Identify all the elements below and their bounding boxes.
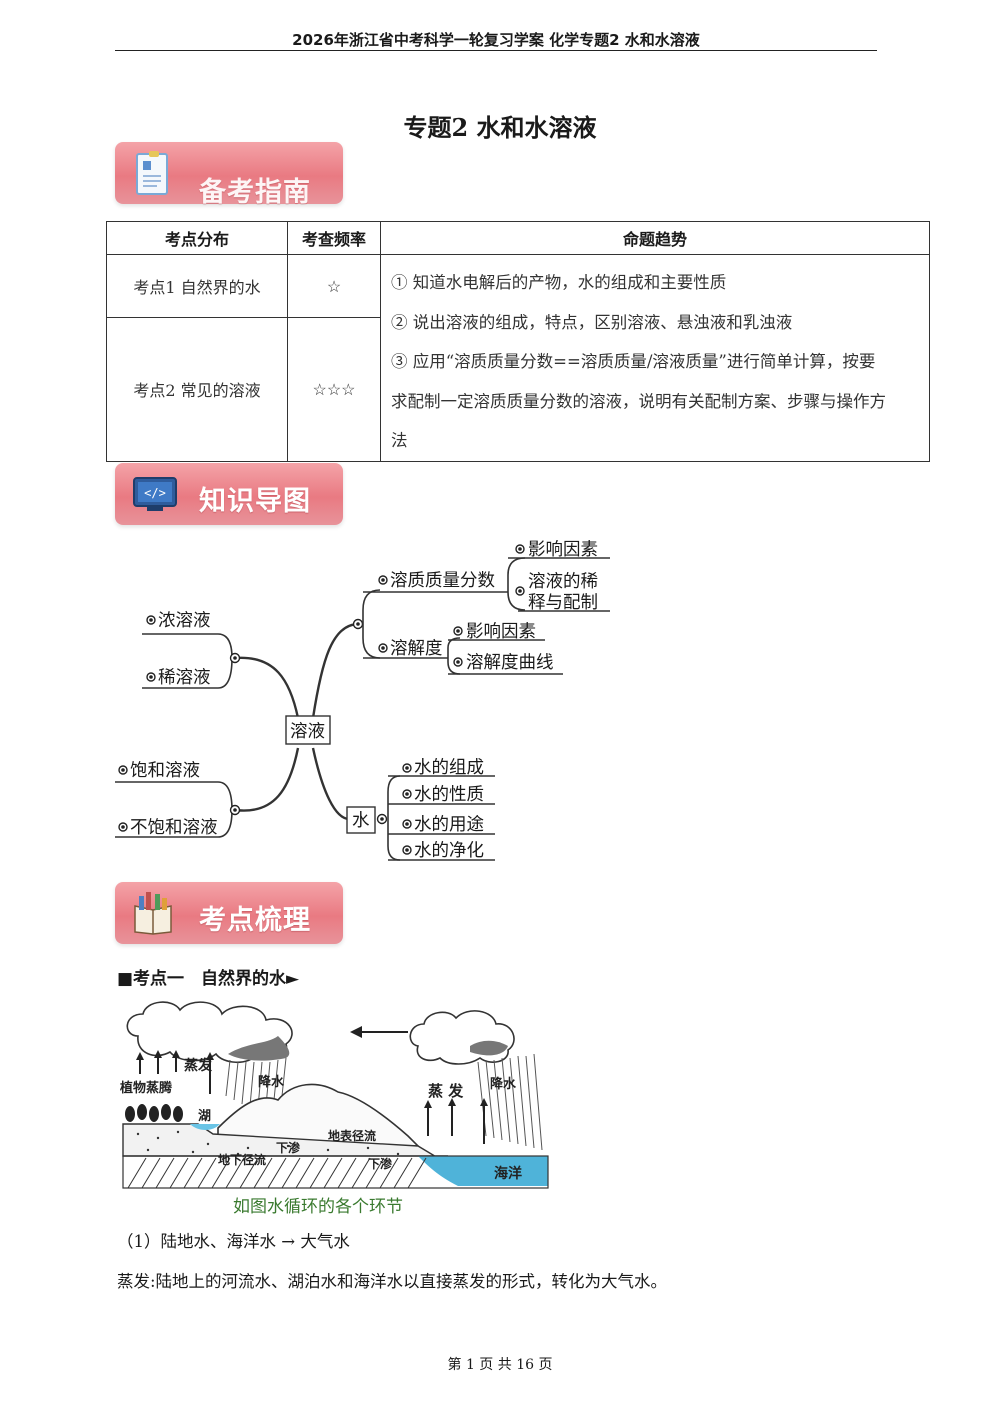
trend-line: 法	[391, 431, 408, 450]
topic-cell: 考点1 自然界的水	[106, 254, 288, 318]
node-sol-factor: 影响因素	[466, 622, 536, 642]
label-seep-right: 下渗	[368, 1156, 393, 1171]
page-footer: 第 1 页 共 16 页	[447, 1357, 553, 1373]
trend-line: ① 知道水电解后的产物，水的组成和主要性质	[391, 273, 727, 292]
node-unsaturated: 不饱和溶液	[130, 818, 218, 838]
trend-line: ② 说出溶液的组成，特点，区别溶液、悬浊液和乳浊液	[391, 312, 793, 332]
node-saturated: 饱和溶液	[130, 761, 200, 781]
node-solubility: 溶解度	[390, 639, 443, 659]
frequency-cell: ☆☆☆	[287, 317, 381, 462]
node-water-item: 水的净化	[414, 841, 484, 861]
trend-cell: ① 知道水电解后的产物，水的组成和主要性质 ② 说出溶液的组成，特点，区别溶液、…	[380, 254, 930, 462]
arrow-head	[350, 1026, 362, 1038]
column-header: 考点分布	[106, 221, 288, 255]
node-water-item: 水的性质	[414, 785, 484, 805]
trend-line: 求配制一定溶质质量分数的溶液，说明有关配制方案、步骤与操作方	[391, 391, 886, 411]
svg-text:</>: </>	[144, 486, 166, 500]
rain-cloud-shade	[470, 1040, 508, 1056]
bracket	[447, 637, 461, 675]
node-sol-curve: 溶解度曲线	[466, 653, 554, 673]
evaporation-arrows-right	[427, 1104, 485, 1144]
branch-line	[311, 622, 359, 719]
document-icon	[131, 150, 175, 202]
ocean	[418, 1156, 548, 1186]
header-rule	[115, 50, 877, 51]
node-water-item: 水的用途	[414, 815, 484, 835]
node-dilution-line2: 释与配制	[528, 593, 598, 613]
section-heading: ■考点一 自然界的水►	[117, 969, 300, 989]
banner-exam-guide: 备考指南	[115, 142, 343, 208]
bracket	[362, 589, 381, 659]
center-node-box	[285, 715, 331, 745]
water-node-box	[346, 806, 376, 834]
banner-key-points: 考点梳理	[115, 882, 343, 944]
frequency-cell: ☆	[287, 254, 381, 318]
branch-line	[234, 747, 300, 812]
evaporation-arrows-left	[139, 1056, 211, 1094]
rain-cloud-shade	[228, 1036, 290, 1061]
figure-caption: 如图水循环的各个环节	[233, 1197, 403, 1217]
branch-line	[311, 747, 351, 821]
water-cycle-figure: 蒸发 植物蒸腾 降水 湖 地表径流 下渗 地下径流 下渗 蒸 发 降水 海洋 如…	[119, 1001, 549, 1217]
table-row: 考点1 自然界的水 ☆ ① 知道水电解后的产物，水的组成和主要性质 ② 说出溶液…	[106, 254, 930, 462]
table-row: 考点2 常见的溶液 ☆☆☆	[106, 317, 930, 462]
mountain	[217, 1083, 420, 1147]
label-ground-runoff: 地下径流	[218, 1152, 266, 1167]
column-header: 考查频率	[287, 221, 381, 255]
running-header: 2026年浙江省中考科学一轮复习学案 化学专题2 水和水溶液	[292, 31, 700, 49]
book-icon	[131, 888, 175, 940]
banner-label: 知识导图	[199, 486, 311, 517]
topic-cell: 考点2 常见的溶液	[106, 317, 288, 462]
column-header: 命题趋势	[380, 221, 930, 255]
exam-guide-table: 考点分布 考查频率 命题趋势 考点1 自然界的水 ☆ ① 知道水电解后的产物，水…	[106, 221, 930, 462]
label-ocean: 海洋	[494, 1165, 522, 1182]
branch-line	[234, 656, 300, 719]
trees	[125, 1104, 183, 1122]
node-mf-factor: 影响因素	[528, 540, 598, 560]
item-1-heading: （1）陆地水、海洋水 → 大气水	[117, 1232, 350, 1251]
table-header-row: 考点分布 考查频率 命题趋势	[106, 221, 930, 255]
node-concentrated: 浓溶液	[158, 611, 211, 631]
trend-line: ③ 应用“溶质质量分数==溶质质量/溶液质量”进行简单计算，按要	[391, 352, 876, 371]
label-evaporation-left: 蒸发	[184, 1057, 213, 1074]
banner-label: 考点梳理	[199, 905, 311, 936]
bedrock	[122, 1155, 549, 1189]
label-transpiration: 植物蒸腾	[119, 1080, 173, 1096]
knowledge-mind-map: 浓溶液 稀溶液 饱和溶液 不饱和溶液 溶液 溶质质量分数 影响因素 溶液的稀 释…	[115, 540, 610, 861]
right-cloud	[409, 1010, 515, 1065]
node-dilution-line1: 溶液的稀	[528, 572, 598, 592]
label-rain-right: 降水	[490, 1076, 517, 1092]
document-title: 专题2 水和水溶液	[403, 113, 597, 142]
node-dilute: 稀溶液	[158, 668, 211, 688]
bracket	[217, 633, 233, 689]
node-solution: 溶液	[290, 722, 325, 742]
label-rain-left: 降水	[258, 1074, 285, 1090]
item-1-detail: 蒸发:陆地上的河流水、湖泊水和海洋水以直接蒸发的形式，转化为大气水。	[117, 1272, 668, 1291]
bracket	[387, 775, 401, 861]
rain-lines-right	[477, 1053, 543, 1151]
bracket	[507, 557, 526, 611]
node-mass-fraction: 溶质质量分数	[390, 571, 495, 591]
label-evaporation-right: 蒸 发	[428, 1082, 464, 1100]
label-seepage: 下渗	[276, 1140, 301, 1155]
node-water: 水	[352, 811, 370, 831]
label-surface-runoff: 地表径流	[328, 1128, 376, 1143]
code-monitor-icon: </>	[131, 475, 179, 519]
node-water-item: 水的组成	[414, 758, 484, 778]
banner-knowledge-map: </> 知识导图	[115, 463, 343, 525]
banner-label: 备考指南	[199, 177, 311, 208]
label-lake: 湖	[198, 1109, 211, 1124]
lake	[190, 1124, 220, 1130]
